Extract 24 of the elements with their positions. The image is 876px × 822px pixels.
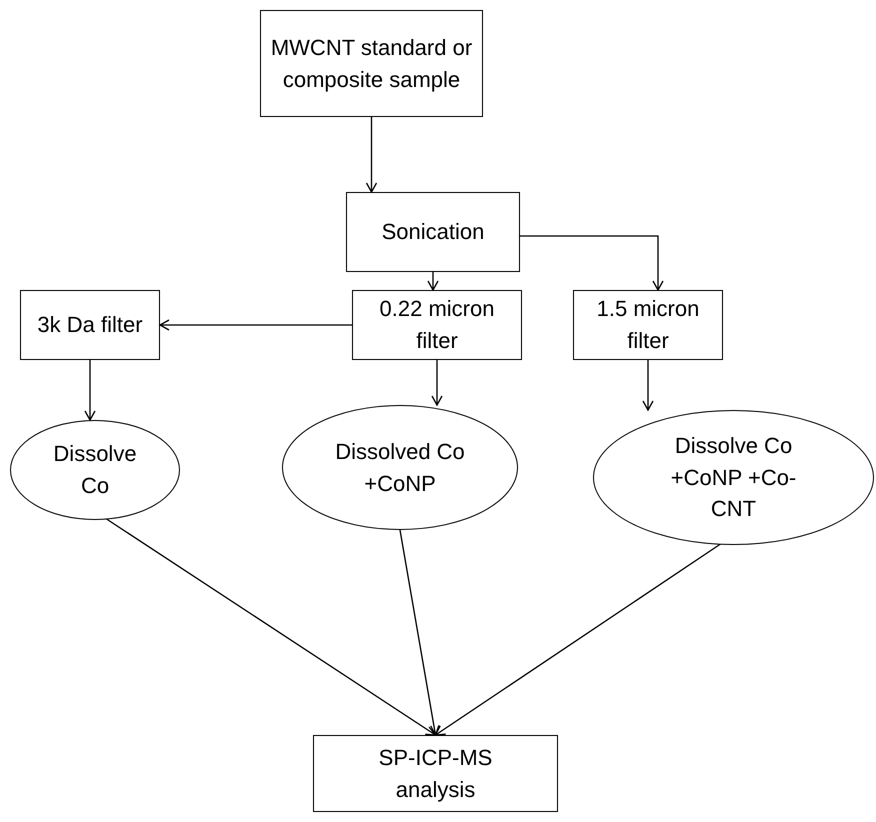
node-label: 1.5 micron filter (596, 295, 700, 355)
arrow (84, 360, 96, 421)
arrow (104, 517, 436, 736)
process-box (260, 10, 483, 117)
arrow (366, 117, 378, 193)
process-box (313, 735, 558, 812)
node-label: SP-ICP-MS analysis (378, 744, 494, 804)
arrow (642, 360, 654, 411)
process-box (20, 290, 160, 360)
arrow (159, 319, 352, 331)
node-label: 0.22 micron filter (378, 295, 496, 355)
arrow (431, 360, 443, 406)
arrow (520, 235, 664, 291)
node-label: Dissolve Co (52, 440, 138, 500)
node-label: Dissolved Co +CoNP (334, 438, 466, 498)
node-label: Dissolve Co +CoNP +Co-CNT (670, 432, 798, 524)
arrow (399, 530, 440, 736)
node-label: Sonication (382, 218, 484, 246)
process-box (573, 290, 723, 360)
process-box (352, 290, 522, 360)
process-box (346, 192, 520, 272)
node-label: 3k Da filter (37, 311, 143, 340)
node-label: MWCNT standard or composite sample (270, 34, 474, 94)
arrow (427, 272, 439, 291)
